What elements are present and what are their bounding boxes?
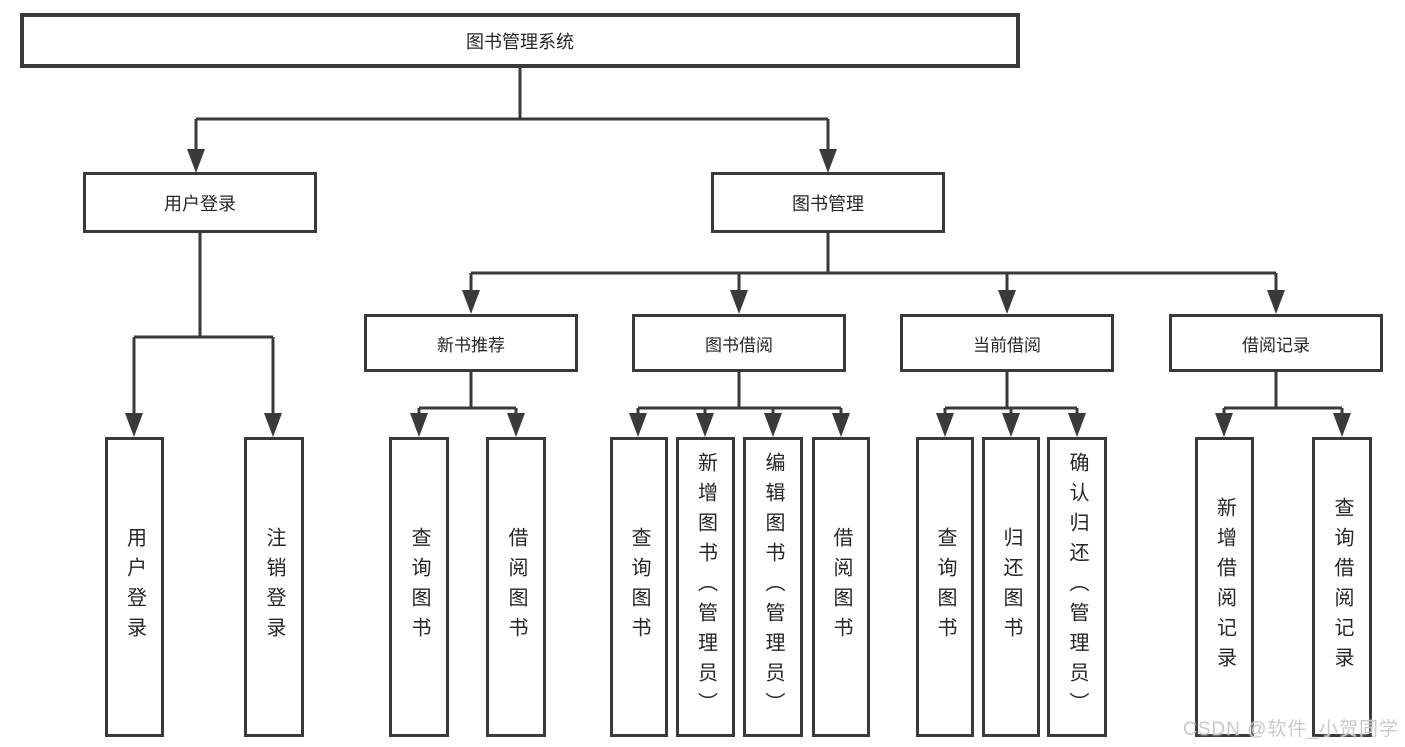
leaf-edit-book-admin: 编辑图书（管理员）	[743, 437, 803, 737]
leaf-query-books: 查询图书	[916, 437, 974, 737]
csdn-watermark: CSDN @软件_小贺同学	[1183, 719, 1399, 740]
node-borrowing-records: 借阅记录	[1169, 314, 1383, 372]
leaf-add-borrow-record: 新增借阅记录	[1195, 437, 1254, 737]
node-root-library-management-system: 图书管理系统	[20, 13, 1020, 68]
leaf-borrow-books: 借阅图书	[486, 437, 546, 737]
node-book-management: 图书管理	[711, 172, 945, 233]
leaf-user-login: 用户登录	[105, 437, 164, 737]
leaf-logout: 注销登录	[244, 437, 304, 737]
leaf-return-book: 归还图书	[982, 437, 1040, 737]
node-book-borrowing: 图书借阅	[632, 314, 846, 372]
leaf-query-borrow-record: 查询借阅记录	[1312, 437, 1372, 737]
leaf-confirm-return-admin: 确认归还（管理员）	[1047, 437, 1107, 737]
leaf-add-book-admin: 新增图书（管理员）	[676, 437, 735, 737]
node-new-book-recommend: 新书推荐	[364, 314, 578, 372]
node-user-login: 用户登录	[83, 172, 317, 233]
leaf-query-books: 查询图书	[610, 437, 668, 737]
leaf-query-books: 查询图书	[389, 437, 449, 737]
node-current-borrowing: 当前借阅	[900, 314, 1114, 372]
leaf-borrow-books: 借阅图书	[812, 437, 870, 737]
